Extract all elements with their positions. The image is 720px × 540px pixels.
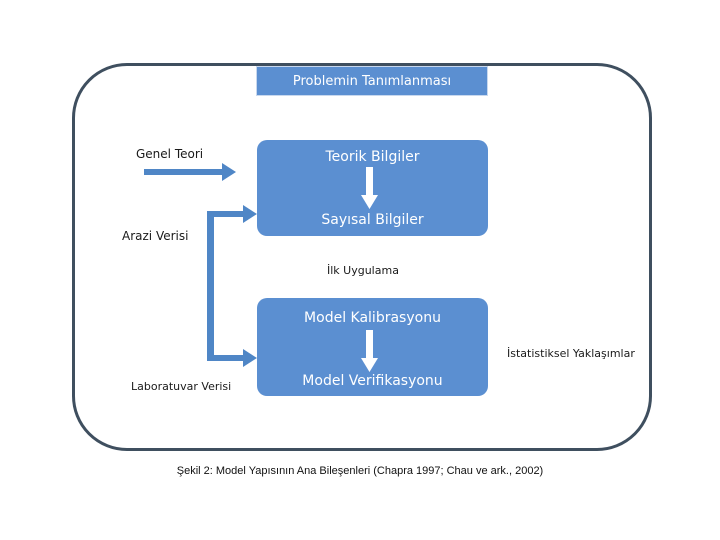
istatistiksel-yaklasimlar-label: İstatistiksel Yaklaşımlar [507,347,635,360]
down-arrow-lower [361,330,378,372]
teorik-bilgiler-label: Teorik Bilgiler [325,149,420,165]
down-arrow-upper [361,167,378,209]
arazi-verisi-label: Arazi Verisi [122,229,189,243]
model-verifikasyonu-label: Model Verifikasyonu [302,373,443,389]
title-box-label: Problemin Tanımlanması [292,73,452,89]
figure-caption: Şekil 2: Model Yapısının Ana Bileşenleri… [176,465,544,477]
title-box: Problemin Tanımlanması [256,66,488,96]
bracket-connector [207,205,257,367]
genel-teori-label: Genel Teori [136,147,204,161]
laboratuvar-verisi-label: Laboratuvar Verisi [131,380,232,393]
sayisal-bilgiler-label: Sayısal Bilgiler [321,212,424,228]
ilk-uygulama-label: İlk Uygulama [327,264,399,277]
model-kalibrasyonu-label: Model Kalibrasyonu [304,310,441,326]
genel-teori-arrow [144,163,236,181]
